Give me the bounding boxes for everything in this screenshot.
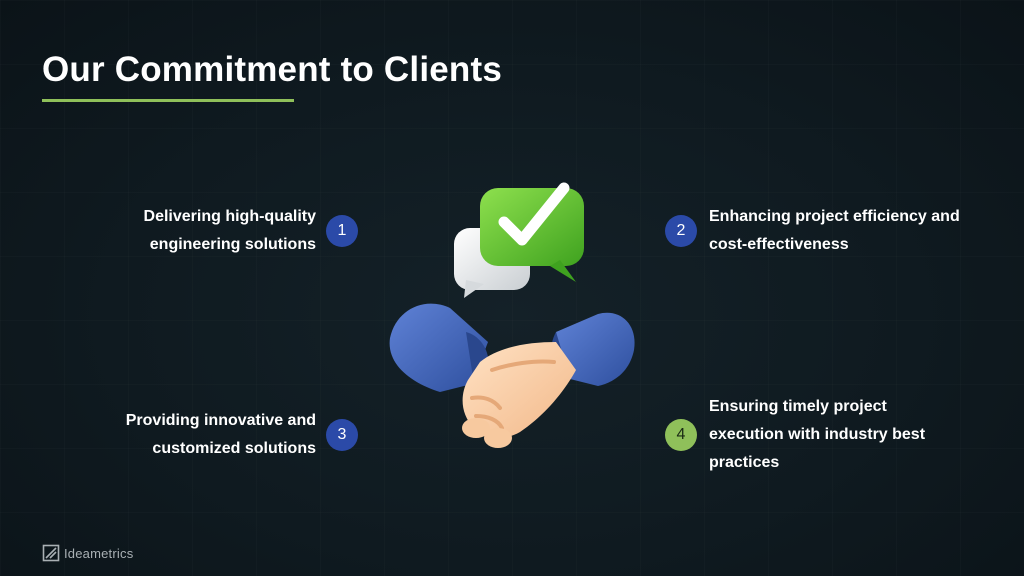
number-badge-3: 3 — [326, 419, 358, 451]
commitment-item-4-line-2: execution with industry best — [709, 426, 926, 443]
title-underline — [42, 99, 294, 102]
commitment-item-1-line-1: Delivering high-quality — [143, 208, 316, 225]
number-badge-4: 4 — [665, 419, 697, 451]
commitment-item-4-text: Ensuring timely project execution with i… — [709, 393, 969, 477]
commitment-item-2-line-1: Enhancing project efficiency and — [709, 208, 960, 225]
commitment-item-4-line-1: Ensuring timely project — [709, 398, 887, 415]
clasped-hands — [462, 342, 576, 448]
ideametrics-logo: Ideametrics — [42, 544, 133, 562]
checkmark-icon — [498, 182, 570, 246]
slide-title: Our Commitment to Clients — [42, 50, 503, 89]
commitment-item-1-line-2: engineering solutions — [149, 236, 316, 253]
handshake-with-checkmark-chat-icon — [389, 182, 635, 448]
commitment-item-3-line-1: Providing innovative and — [125, 412, 316, 429]
commitment-item-3-line-2: customized solutions — [152, 440, 316, 457]
commitment-item-3-text: Providing innovative and customized solu… — [76, 407, 316, 463]
ideametrics-logo-icon — [42, 544, 60, 562]
number-badge-2: 2 — [665, 215, 697, 247]
logo-text: Ideametrics — [64, 545, 134, 561]
number-badge-1: 1 — [326, 215, 358, 247]
commitment-item-1-text: Delivering high-quality engineering solu… — [76, 203, 316, 259]
commitment-item-4-line-3: practices — [709, 454, 780, 471]
commitment-item-2-text: Enhancing project efficiency and cost-ef… — [709, 203, 999, 259]
commitment-item-2-line-2: cost-effectiveness — [709, 236, 849, 253]
green-check-chat-bubble — [480, 182, 584, 282]
